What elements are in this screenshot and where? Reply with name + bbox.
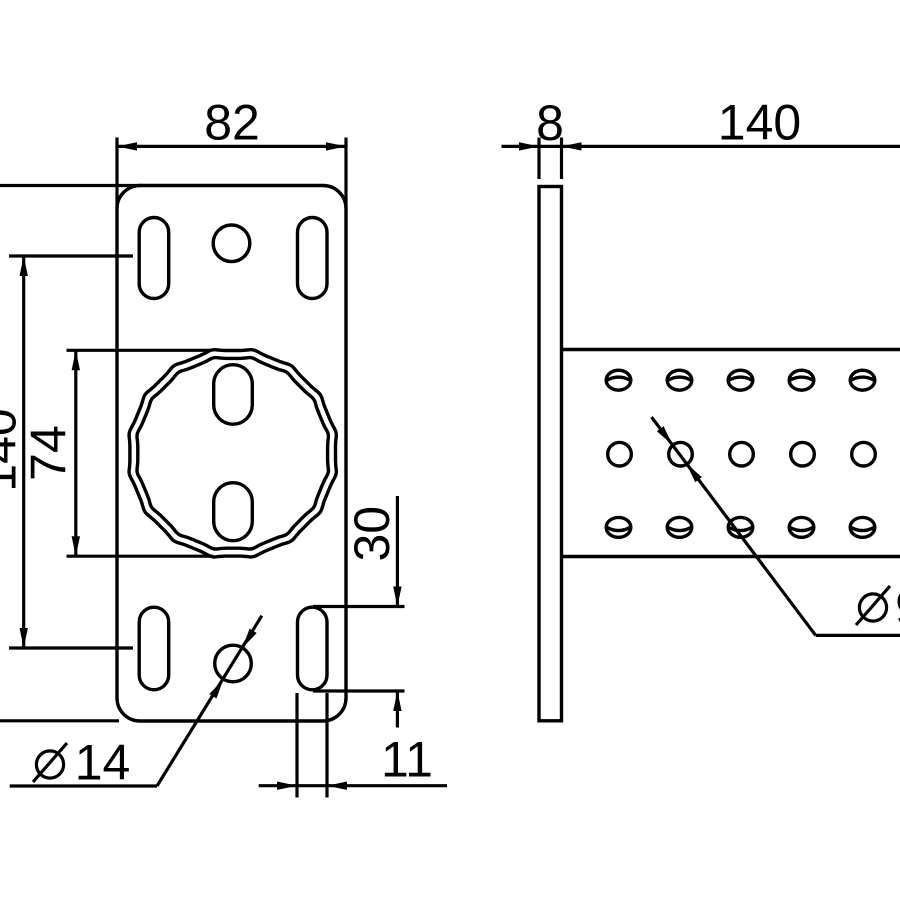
svg-text:8: 8 (536, 95, 564, 151)
svg-text:9: 9 (895, 580, 900, 636)
svg-text:74: 74 (20, 425, 76, 481)
svg-text:30: 30 (344, 506, 400, 562)
svg-text:140: 140 (0, 408, 27, 491)
svg-text:140: 140 (718, 95, 801, 151)
svg-text:11: 11 (381, 731, 433, 787)
svg-text:14: 14 (75, 735, 131, 791)
svg-text:82: 82 (204, 95, 260, 151)
